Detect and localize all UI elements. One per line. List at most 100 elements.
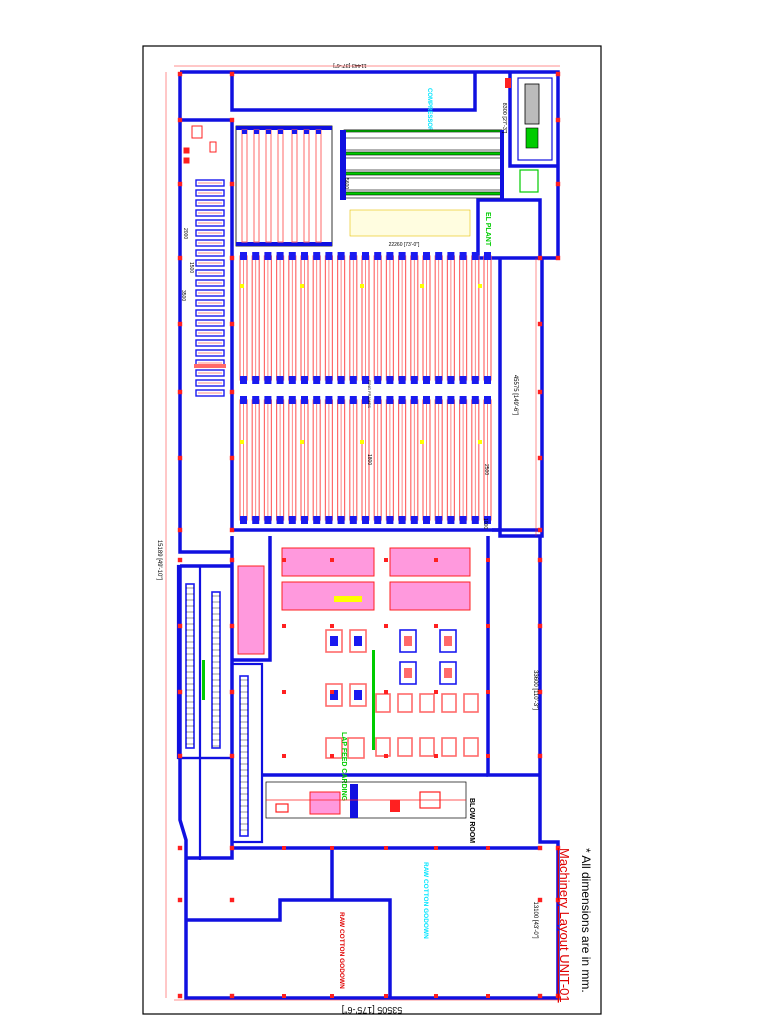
ring-frame-headstock	[386, 252, 394, 260]
ring-frame-tailstock	[484, 516, 491, 524]
column	[229, 255, 235, 261]
bay-machine	[211, 591, 221, 749]
carding-machine-core	[444, 668, 452, 678]
ring-frame-tailstock	[459, 516, 467, 524]
column	[555, 117, 561, 123]
column	[384, 846, 388, 850]
column	[177, 455, 183, 461]
column	[282, 624, 286, 628]
ring-frame-tailstock	[288, 516, 296, 524]
column	[434, 690, 438, 694]
carding-unit	[419, 737, 435, 757]
ring-frame-tailstock	[325, 376, 333, 384]
column	[486, 558, 490, 562]
column	[177, 321, 183, 327]
column	[282, 754, 286, 758]
marker	[360, 284, 364, 288]
column	[229, 689, 235, 695]
carding-unit	[375, 693, 391, 713]
rack-unit	[195, 289, 225, 297]
carding-machine-core	[444, 636, 452, 646]
column	[555, 71, 561, 77]
marker	[240, 440, 244, 444]
column	[177, 845, 183, 851]
column	[229, 993, 235, 999]
column	[384, 558, 388, 562]
ring-frame-headstock	[240, 396, 247, 404]
ring-frame-tailstock	[423, 516, 430, 524]
bay-machine	[239, 675, 249, 837]
ring-frame-headstock	[276, 396, 284, 404]
rack-unit	[195, 229, 225, 237]
ring-frame-headstock	[398, 252, 406, 260]
column	[537, 753, 543, 759]
ring-frame-tailstock	[362, 516, 369, 524]
ring-frame-tailstock	[374, 376, 382, 384]
left-bay	[176, 564, 264, 860]
ring-frame-headstock	[423, 252, 430, 260]
column	[434, 558, 438, 562]
ring-frame-headstock	[252, 252, 260, 260]
carding-machine	[325, 629, 343, 653]
carding-machine-core	[330, 690, 338, 700]
ring-frame-tailstock	[349, 516, 357, 524]
rack-unit	[195, 339, 225, 347]
marker	[360, 440, 364, 444]
rack-unit	[195, 369, 225, 377]
ring-frame-headstock	[423, 396, 430, 404]
ring-frame-tailstock	[337, 516, 345, 524]
ring-frame-tailstock	[240, 376, 247, 384]
rack-unit	[195, 209, 225, 217]
column	[384, 754, 388, 758]
ring-frame-headstock	[410, 252, 418, 260]
column	[434, 624, 438, 628]
ring-frame-tailstock	[484, 376, 491, 384]
marker	[300, 440, 304, 444]
carding-machine	[349, 683, 367, 707]
overall-width-dimension: 15189 [49'-10"]	[156, 540, 162, 581]
column	[229, 389, 235, 395]
column	[330, 624, 334, 628]
ring-frame-headstock	[252, 396, 260, 404]
column	[177, 527, 183, 533]
column	[434, 994, 438, 998]
carding-machine	[399, 629, 417, 653]
right-lower-dimension: 13100 [43'-0"]	[532, 902, 538, 939]
right-upper-dimension: 45575 [149'-6"]	[512, 375, 518, 416]
lap-feed-carding-zone	[237, 547, 471, 655]
ring-frame-tailstock	[471, 516, 479, 524]
left-bay-machines	[185, 583, 249, 837]
ring-frame-headstock	[349, 396, 357, 404]
compressor-label: COMPRESSOR	[426, 88, 432, 132]
dimensions-note: * All dimensions are in mm.	[579, 848, 593, 993]
carding-machine-core	[354, 690, 362, 700]
ring-frame-headstock	[374, 252, 382, 260]
left-racks	[194, 179, 226, 397]
ring-frame-headstock	[386, 396, 394, 404]
column	[177, 255, 183, 261]
dim-2500: 2500	[483, 464, 489, 475]
ring-frame-headstock	[325, 252, 333, 260]
column	[229, 321, 235, 327]
ring-frame-headstock	[459, 252, 467, 260]
rack-unit	[195, 319, 225, 327]
column	[330, 754, 334, 758]
column	[177, 689, 183, 695]
dimension-lines	[165, 65, 560, 1001]
ring-frame-headstock	[362, 396, 369, 404]
column	[537, 455, 543, 461]
rack-unit	[195, 379, 225, 387]
ring-frame-tailstock	[423, 376, 430, 384]
ring-frame-headstock	[313, 396, 321, 404]
ring-frame-headstock	[447, 396, 455, 404]
ring-frame-tailstock	[264, 516, 272, 524]
carding-machine-core	[330, 636, 338, 646]
ring-frames	[239, 252, 492, 524]
column	[229, 527, 235, 533]
lap-feed-carding-label: LAP FEED CARDING	[340, 732, 347, 802]
ring-frame-headstock	[264, 396, 272, 404]
carding-unit	[375, 737, 391, 757]
dim-1800: 1800	[366, 454, 372, 465]
ring-frames-label: RING FRAMES	[367, 380, 372, 408]
